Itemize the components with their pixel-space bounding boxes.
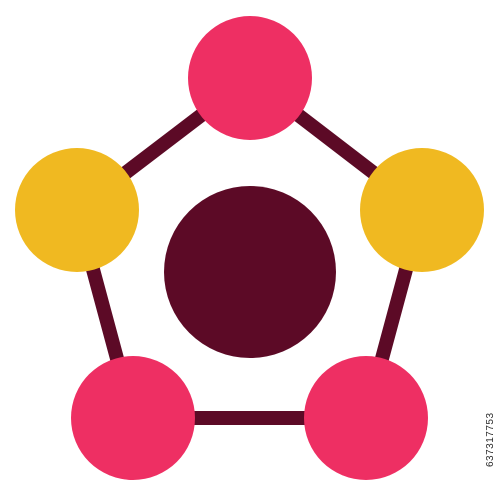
top-node [188,16,312,140]
bottom-left-node [71,356,195,480]
left-node [15,148,139,272]
right-node [360,148,484,272]
stock-id-label: 637317753 [485,412,496,468]
center-node [164,186,336,358]
bottom-right-node [304,356,428,480]
